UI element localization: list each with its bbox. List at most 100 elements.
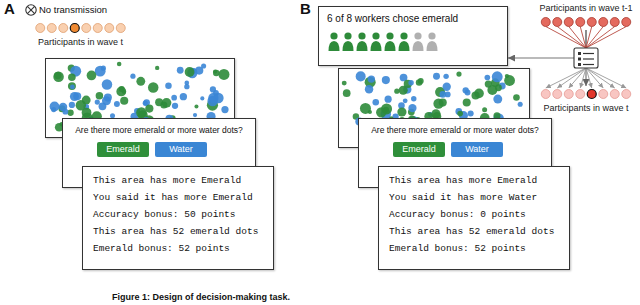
worker-icon (385, 32, 396, 51)
stimulus-dot (468, 111, 474, 117)
participant-dot (587, 90, 596, 99)
transmission-line (557, 68, 586, 88)
node-text: This area has more Emerald (93, 172, 241, 189)
stimulus-dot (485, 75, 491, 81)
stimulus-dot (365, 85, 373, 93)
stimulus-dot (403, 98, 408, 103)
icon-row (578, 63, 594, 66)
stimulus-dot (457, 111, 463, 117)
stimulus-dot (385, 96, 392, 103)
worker-body (399, 41, 410, 51)
stimulus-dot (87, 71, 97, 81)
stimulus-dot (343, 89, 351, 97)
participant-dot (576, 18, 585, 27)
worker-head (344, 32, 351, 39)
stimulus-dot (148, 82, 159, 93)
stimulus-dot (376, 107, 386, 117)
stimulus-dot (114, 101, 120, 107)
worker-body (371, 41, 382, 51)
stimulus-dot (356, 71, 366, 81)
participant-dot (541, 18, 550, 27)
worker-body (357, 41, 368, 51)
node-text: Emerald (393, 144, 445, 155)
stimulus-dot (210, 86, 216, 92)
node-text: This area has 52 emerald dots (93, 223, 258, 240)
participant-dot (587, 18, 596, 27)
worker-icon (399, 32, 410, 51)
stimulus-dot (342, 81, 347, 86)
icon-row (578, 58, 594, 61)
node-text: Water (155, 144, 207, 155)
stimulus-dot (504, 75, 515, 86)
stimulus-dot (492, 71, 503, 82)
stimulus-dot (162, 98, 172, 108)
participant-row (536, 86, 636, 102)
figure-caption: Figure 1: Design of decision-making task… (112, 291, 290, 303)
panel-letter: B (300, 0, 311, 18)
aggregation-line (586, 27, 615, 49)
panel-letter: A (4, 0, 15, 18)
participant-dot (116, 24, 125, 33)
worker-body (385, 41, 396, 51)
participant-dot (622, 18, 631, 27)
worker-icon (329, 32, 340, 51)
stimulus-dot (513, 94, 520, 101)
node-text: Participants in wave t (38, 36, 123, 48)
choice-button: Emerald (97, 142, 149, 157)
node-text: Accuracy bonus: 50 points (93, 206, 236, 223)
stimulus-dot (67, 110, 73, 116)
worker-head (414, 32, 421, 39)
node-text: 6 of 8 workers chose emerald (327, 12, 458, 25)
participant-row (536, 14, 636, 30)
worker-head (428, 32, 435, 39)
aggregation-line (557, 27, 586, 49)
icon-check (578, 58, 581, 61)
icon-cross (27, 6, 34, 13)
participant-group: Participants in wave t (33, 20, 128, 48)
stimulus-dot (397, 107, 406, 116)
aggregation-line (586, 27, 626, 49)
stimulus-dot (136, 107, 147, 118)
participant-dot (59, 24, 68, 33)
participant-dot (47, 24, 56, 33)
stimulus-dot (408, 80, 413, 85)
stimulus-dot (372, 99, 379, 106)
participant-dot (553, 18, 562, 27)
worker-icon (357, 32, 368, 51)
stimulus-dot (394, 89, 399, 94)
node-text: Water (451, 144, 503, 155)
choice-button: Water (155, 142, 207, 157)
worker-body (343, 41, 354, 51)
stimulus-dot (193, 113, 197, 117)
stimulus-dot (518, 102, 523, 107)
worker-head (400, 32, 407, 39)
stimulus-dot (50, 102, 60, 112)
stimulus-dot (53, 71, 64, 82)
participant-dot (82, 24, 91, 33)
worker-icon (371, 32, 382, 51)
worker-head (386, 32, 393, 39)
button-row: Emerald Water (365, 142, 545, 160)
participant-dot (622, 90, 631, 99)
participant-dot (610, 18, 619, 27)
stimulus-dot (443, 83, 451, 91)
condition-note: No transmission (39, 4, 107, 16)
stimulus-dot (120, 97, 128, 105)
stimulus-dot (471, 91, 479, 99)
stimulus-dot (463, 98, 471, 106)
participant-dot (541, 90, 550, 99)
stimulus-dot (418, 78, 424, 84)
stimulus-dot (95, 99, 100, 104)
stimulus-dot (165, 82, 171, 88)
icon-check (578, 63, 581, 66)
aggregation-line (580, 27, 586, 49)
node-text: Emerald (97, 144, 149, 155)
worker-icon (413, 32, 424, 51)
aggregation-line (569, 27, 586, 49)
stimulus-dot (408, 104, 416, 112)
icon-check (578, 52, 581, 55)
stimulus-dot (101, 66, 106, 71)
participant-dot (70, 24, 79, 33)
worker-body (329, 41, 340, 51)
